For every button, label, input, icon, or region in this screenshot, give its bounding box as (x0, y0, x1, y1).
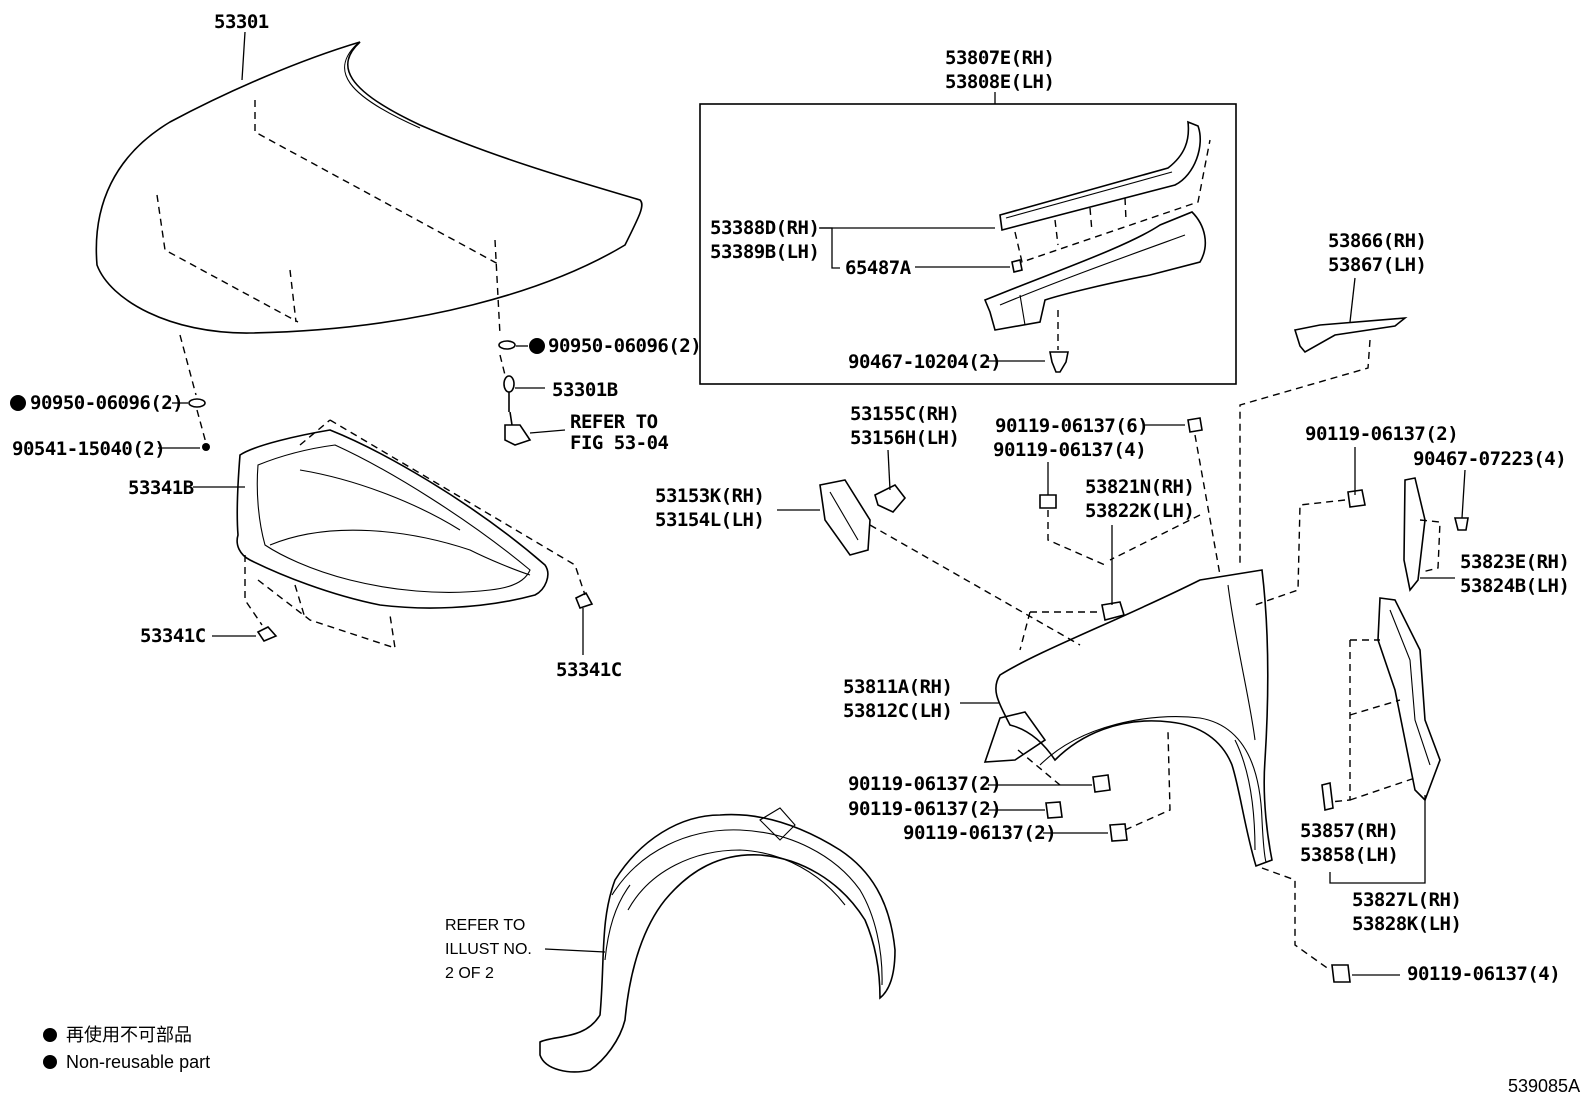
label-90950-right: 90950-06096(2) (548, 335, 701, 357)
label-90119-2b: 90119-06137(2) (848, 773, 1001, 795)
bolt-90119-2a-icon (1347, 489, 1366, 508)
label-53858: 53858(LH) (1300, 844, 1398, 866)
label-53812C: 53812C(LH) (843, 700, 952, 722)
bolt-90119-2d-icon (1109, 823, 1128, 842)
front-fender-part (995, 569, 1273, 868)
seal-dashes (1014, 139, 1211, 263)
legend-dot-icon (43, 1028, 57, 1042)
hood-cushion-left-icon (188, 398, 206, 408)
label-90119-2a: 90119-06137(2) (1305, 423, 1458, 445)
hood-support-53301B-icon (503, 375, 515, 412)
label-90467-10204: 90467-10204(2) (848, 351, 1001, 373)
label-53821N: 53821N(RH) (1085, 476, 1194, 498)
refer-fig-line2: FIG 53-04 (570, 432, 669, 454)
hood-insulator-part (236, 429, 549, 609)
label-53155C: 53155C(RH) (850, 403, 959, 425)
hood-cushion-right-icon (498, 340, 516, 350)
cowl-seal-strip-part (999, 120, 1202, 232)
bolt-90119-4b-icon (1331, 964, 1351, 983)
label-53341C-left: 53341C (140, 625, 206, 647)
label-90467-07223: 90467-07223(4) (1413, 448, 1566, 470)
label-53828K: 53828K(LH) (1352, 913, 1461, 935)
label-53388D: 53388D(RH) (710, 217, 819, 239)
clip-65487A-icon (1011, 259, 1023, 273)
fender-liner-flange-part (983, 711, 1047, 763)
label-53822K: 53822K(LH) (1085, 500, 1194, 522)
label-53156H: 53156H(LH) (850, 427, 959, 449)
bolt-90119-2c-icon (1045, 801, 1063, 819)
label-53857: 53857(RH) (1300, 820, 1398, 842)
label-53823E: 53823E(RH) (1460, 551, 1569, 573)
clip-53857-icon (1321, 782, 1334, 811)
non-reusable-dot-icon (529, 338, 545, 354)
clip-90467-07223-icon (1453, 517, 1469, 531)
refer-illust-line3: 2 OF 2 (445, 965, 494, 982)
insulator-dashes (244, 419, 586, 650)
label-90119-4a: 90119-06137(4) (993, 439, 1146, 461)
label-53808E: 53808E(LH) (945, 71, 1054, 93)
label-53341C-right: 53341C (556, 659, 622, 681)
refer-illust-line2: ILLUST NO. (445, 941, 532, 958)
bolt-90119-6-icon (1187, 417, 1203, 433)
bolt-90541-icon (202, 443, 210, 451)
label-53827L: 53827L(RH) (1352, 889, 1461, 911)
label-90541: 90541-15040(2) (12, 438, 165, 460)
label-90119-4b: 90119-06137(4) (1407, 963, 1560, 985)
bracket-53155-part (874, 483, 907, 513)
figure-id: 539085A (1508, 1076, 1580, 1096)
label-53153K: 53153K(RH) (655, 485, 764, 507)
label-53867: 53867(LH) (1328, 254, 1426, 276)
fender-liner-part (539, 807, 896, 1073)
bolt-90119-4a-icon (1039, 494, 1057, 509)
clip-53341C-right-icon (574, 591, 594, 609)
hood-dashes (156, 100, 506, 396)
label-53824B: 53824B(LH) (1460, 575, 1569, 597)
label-53811A: 53811A(RH) (843, 676, 952, 698)
clip-53341C-left-icon (256, 626, 278, 642)
non-reusable-dot-icon (10, 395, 26, 411)
label-90119-2d: 90119-06137(2) (903, 822, 1056, 844)
label-53807E: 53807E(RH) (945, 47, 1054, 69)
seal-53827-part (1377, 597, 1441, 802)
legend-jp: 再使用不可部品 (66, 1025, 192, 1045)
refer-fig-line1: REFER TO (570, 411, 658, 433)
hood-leader (241, 31, 246, 81)
refer-illust-line1: REFER TO (445, 917, 525, 934)
label-90119-2c: 90119-06137(2) (848, 798, 1001, 820)
seal-53823-part (1403, 477, 1426, 592)
label-53154L: 53154L(LH) (655, 509, 764, 531)
label-53341B: 53341B (128, 477, 194, 499)
cowl-extension-part (983, 211, 1207, 331)
seal-assembly-box (699, 103, 1237, 385)
label-90119-6: 90119-06137(6) (995, 415, 1148, 437)
seal-53153-part (819, 479, 871, 556)
seal-53866-part (1293, 316, 1408, 354)
label-53301: 53301 (214, 11, 269, 33)
label-53866: 53866(RH) (1328, 230, 1426, 252)
legend-en: Non-reusable part (66, 1052, 210, 1072)
bolt-90119-2b-icon (1092, 774, 1111, 793)
label-90950-left: 90950-06096(2) (30, 392, 183, 414)
clip-90467-10204-icon (1049, 351, 1069, 373)
label-65487A: 65487A (845, 257, 912, 279)
legend-dot-icon (43, 1055, 57, 1069)
label-53301B: 53301B (552, 379, 618, 401)
hood-latch-bracket-icon (504, 411, 532, 446)
hood-part (95, 41, 643, 334)
label-53389B: 53389B(LH) (710, 241, 819, 263)
